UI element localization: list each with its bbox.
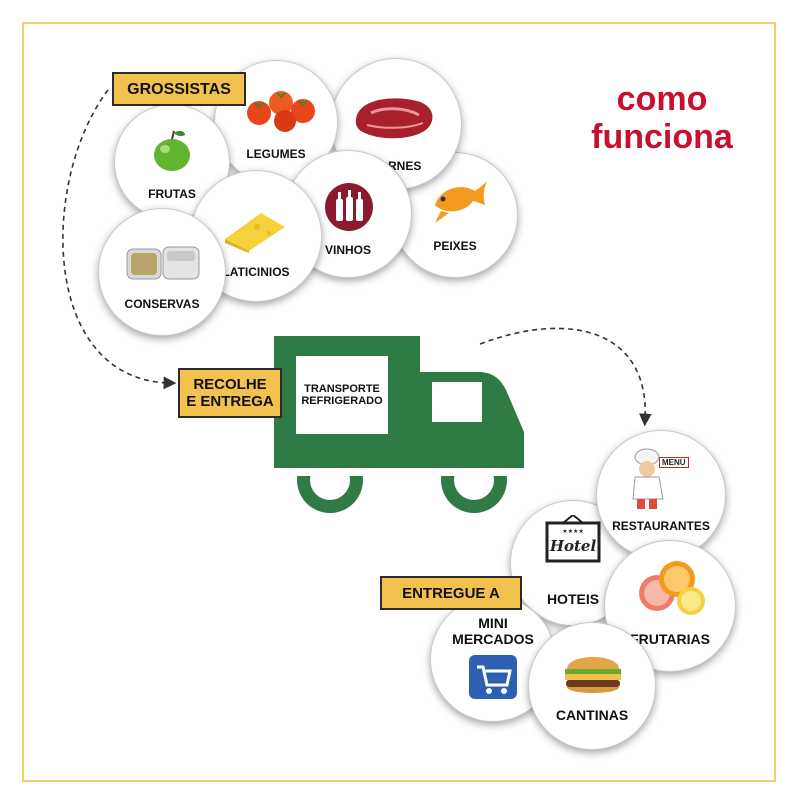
delivered-tag: ENTREGUE A [380,576,522,610]
apple-icon [154,130,190,171]
label-conservas: CONSERVAS [124,297,200,311]
delivered-label: ENTREGUE A [402,584,500,602]
border-frame [22,22,776,782]
label-legumes: LEGUMES [246,147,306,161]
burger-icon [565,657,621,693]
pickup-line-2: E ENTREGA [186,393,274,410]
shopping-cart-icon [469,655,517,699]
chef-icon [632,448,664,509]
title-line-2: funciona [591,118,733,156]
label-mini-mercados: MINI MERCADOS [431,615,555,647]
menu-sign-text: MENU [659,457,689,468]
label-frutas: FRUTAS [148,187,196,201]
meat-icon [355,98,433,139]
pickup-tag: RECOLHE E ENTREGA [178,368,282,418]
wine-bottles-icon [325,183,373,231]
client-frutarias: FRUTARIAS [604,540,736,672]
title-line-1: como [616,80,708,118]
hotel-sign-icon: ★★★★ [545,515,601,563]
mini-line-1: MINI [478,615,508,631]
page-title: como funciona [562,80,762,156]
svg-text:★★★★: ★★★★ [562,528,584,535]
fish-icon [435,181,487,223]
label-peixes: PEIXES [433,239,477,253]
cheese-icon [225,213,285,253]
label-frutarias: FRUTARIAS [630,631,710,647]
client-cantinas: CANTINAS [528,622,656,750]
label-vinhos: VINHOS [324,243,371,257]
truck-line-1: TRANSPORTE [304,383,380,395]
mini-line-2: MERCADOS [452,631,534,647]
label-cantinas: CANTINAS [555,707,629,723]
label-hoteis: HOTEIS [546,591,600,607]
citrus-icon [639,561,705,615]
wholesalers-label: GROSSISTAS [127,80,231,98]
label-restaurantes: RESTAURANTES [612,519,710,533]
pickup-line-1: RECOLHE [193,376,267,393]
wholesalers-tag: GROSSISTAS [112,72,246,106]
truck-line-2: REFRIGERADO [301,395,383,407]
arrow-truck-to-clients [479,327,652,427]
truck-cargo-label: TRANSPORTE REFRIGERADO [296,356,388,434]
supplier-conservas: CONSERVAS [98,208,226,336]
label-laticinios: LATICINIOS [222,265,290,279]
tomatoes-icon [247,91,315,132]
arrow-wholesalers-to-truck [62,89,177,390]
hotel-sign-text: Hotel [549,537,597,555]
canned-food-icon [126,246,200,280]
